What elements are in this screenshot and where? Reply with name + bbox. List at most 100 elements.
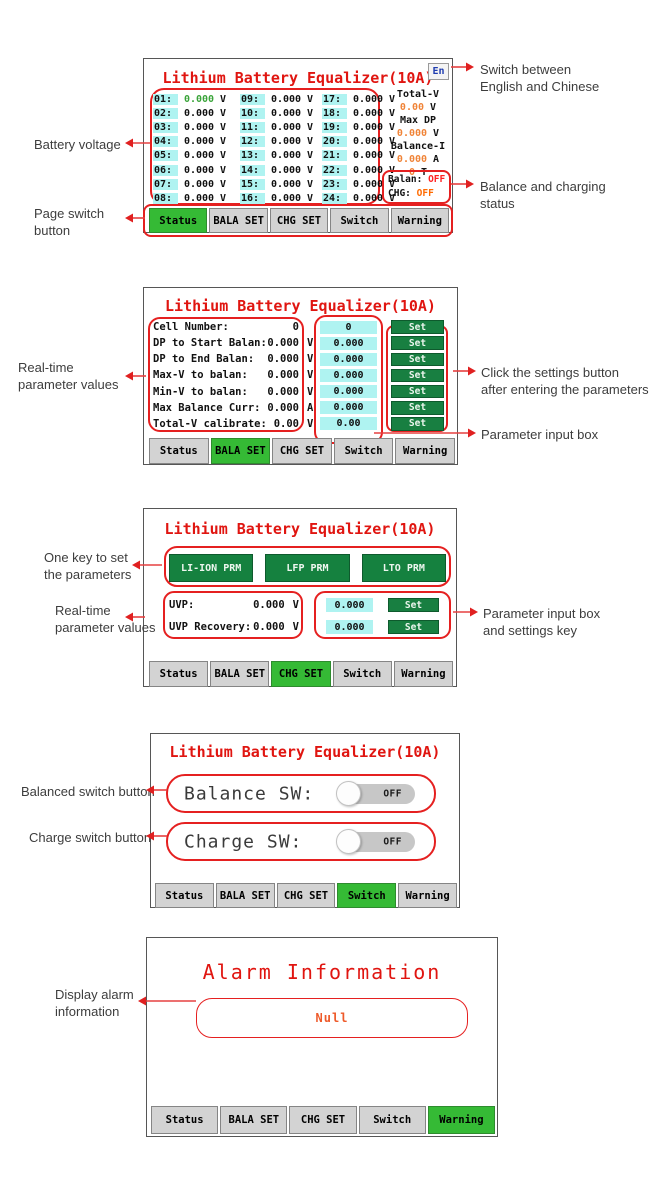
summary-partial-row: 0 T (387, 166, 449, 179)
preset-button-lto-prm[interactable]: LTO PRM (361, 554, 446, 582)
alarm-message: Null (315, 1011, 349, 1025)
tab-bala-set[interactable]: BALA SET (210, 661, 270, 687)
uvp-value: 0.000 (253, 599, 285, 611)
battery-cell-unit: V (220, 93, 227, 105)
battery-cell-unit: V (220, 136, 227, 148)
tab-chg-set[interactable]: CHG SET (271, 661, 331, 687)
tab-bala-set[interactable]: BALA SET (215, 883, 275, 908)
annotation-line: and settings key (483, 623, 577, 638)
annotation-line: parameter values (18, 377, 119, 392)
annotation-line: status (480, 196, 515, 211)
summary-value-number: 0.000 (396, 128, 428, 139)
param-input-box[interactable]: 0.000 (320, 352, 377, 366)
preset-button-lfp-prm[interactable]: LFP PRM (265, 554, 350, 582)
tab-warning[interactable]: Warning (398, 883, 457, 908)
chg-input-box[interactable]: 0.000 (326, 620, 373, 634)
language-toggle-button[interactable]: En (428, 63, 449, 80)
param-input-box[interactable]: 0.000 (320, 401, 377, 415)
param-value: 0.000 (267, 385, 299, 398)
set-button[interactable]: Set (388, 598, 439, 612)
tab-switch[interactable]: Switch (358, 1106, 426, 1134)
annotation-line: button (34, 223, 71, 238)
battery-cell-label: 22: (322, 164, 347, 176)
param-row: Min-V to balan:0.000 (153, 384, 299, 400)
chg-input-row: 0.000 Set (326, 616, 444, 638)
param-input-box[interactable]: 0.000 (320, 385, 377, 399)
set-button[interactable]: Set (388, 620, 439, 634)
set-button[interactable]: Set (391, 384, 444, 399)
param-inputs-list: 0 0.000 0.000 0.000 0.000 0.000 0.00 (320, 319, 377, 432)
annotation-line: the parameters (44, 567, 132, 582)
tab-status[interactable]: Status (149, 438, 209, 464)
summary-value-number: 0.00 (399, 102, 425, 113)
param-value: 0.000 (267, 401, 299, 414)
tab-chg-set[interactable]: CHG SET (272, 438, 332, 464)
param-value: 0.00 (273, 417, 299, 430)
set-button[interactable]: Set (391, 352, 444, 367)
arrow-head-click-set (468, 366, 476, 376)
tab-bala-set[interactable]: BALA SET (209, 208, 268, 233)
battery-cell-unit: V (220, 164, 227, 176)
battery-cell-unit: V (307, 150, 314, 162)
tab-warning[interactable]: Warning (427, 1106, 496, 1134)
device-title: Lithium Battery Equalizer(10A) (169, 743, 441, 761)
uvp-unit: V (292, 599, 299, 611)
param-input-box[interactable]: 0.000 (320, 336, 377, 350)
summary-value-unit: V (424, 102, 437, 113)
toggle-charge-sw-[interactable]: OFF (336, 829, 415, 854)
battery-cell-value: 0.000 (352, 178, 384, 190)
tab-status[interactable]: Status (149, 661, 209, 687)
param-value: 0.000 (267, 353, 299, 366)
tab-warning[interactable]: Warning (393, 661, 454, 687)
tab-warning[interactable]: Warning (390, 208, 450, 233)
tab-bala-set[interactable]: BALA SET (220, 1106, 288, 1134)
annotation-line: Real-time (55, 603, 111, 618)
tab-switch[interactable]: Switch (333, 438, 394, 464)
tab-status[interactable]: Status (149, 208, 208, 233)
battery-cell-unit: V (389, 107, 396, 119)
tab-status[interactable]: Status (151, 1106, 219, 1134)
toggle-state-label: OFF (383, 788, 402, 799)
set-button[interactable]: Set (391, 320, 444, 334)
set-button[interactable]: Set (391, 368, 444, 383)
battery-cell-unit: V (220, 192, 227, 204)
chg-input-box[interactable]: 0.000 (326, 598, 373, 612)
preset-button-li-ion-prm[interactable]: LI-ION PRM (169, 554, 254, 582)
tab-switch[interactable]: Switch (332, 661, 392, 687)
set-button[interactable]: Set (391, 417, 444, 431)
battery-cell-label: 07: (153, 178, 178, 190)
toggle-balance-sw-[interactable]: OFF (336, 781, 415, 806)
status-label: Balan: (388, 174, 423, 185)
set-button-row: Set (391, 335, 444, 351)
param-input-box[interactable]: 0.000 (320, 368, 377, 382)
tab-switch[interactable]: Switch (330, 208, 389, 233)
battery-cell-label: 09: (240, 93, 265, 105)
tab-chg-set[interactable]: CHG SET (289, 1106, 357, 1134)
tab-status[interactable]: Status (155, 883, 214, 908)
device-screen-bala-set: Lithium Battery Equalizer(10A) Cell Numb… (143, 287, 458, 465)
tab-chg-set[interactable]: CHG SET (269, 208, 329, 233)
tab-warning[interactable]: Warning (395, 438, 455, 464)
battery-cell-value: 0.000 (270, 121, 302, 133)
status-label: CHG: (388, 188, 411, 199)
tab-chg-set[interactable]: CHG SET (276, 883, 336, 908)
annotation-line: Balance and charging (480, 179, 606, 194)
param-input-box[interactable]: 0.00 (320, 417, 377, 431)
param-input-box[interactable]: 0 (320, 320, 377, 334)
set-button[interactable]: Set (391, 336, 444, 350)
battery-cell-label: 14: (240, 164, 265, 176)
arrow-head-lang (466, 62, 474, 72)
tab-bala-set[interactable]: BALA SET (210, 438, 271, 464)
arrow-head-one-key (132, 560, 140, 570)
set-button[interactable]: Set (391, 401, 444, 415)
tab-switch[interactable]: Switch (337, 883, 397, 908)
